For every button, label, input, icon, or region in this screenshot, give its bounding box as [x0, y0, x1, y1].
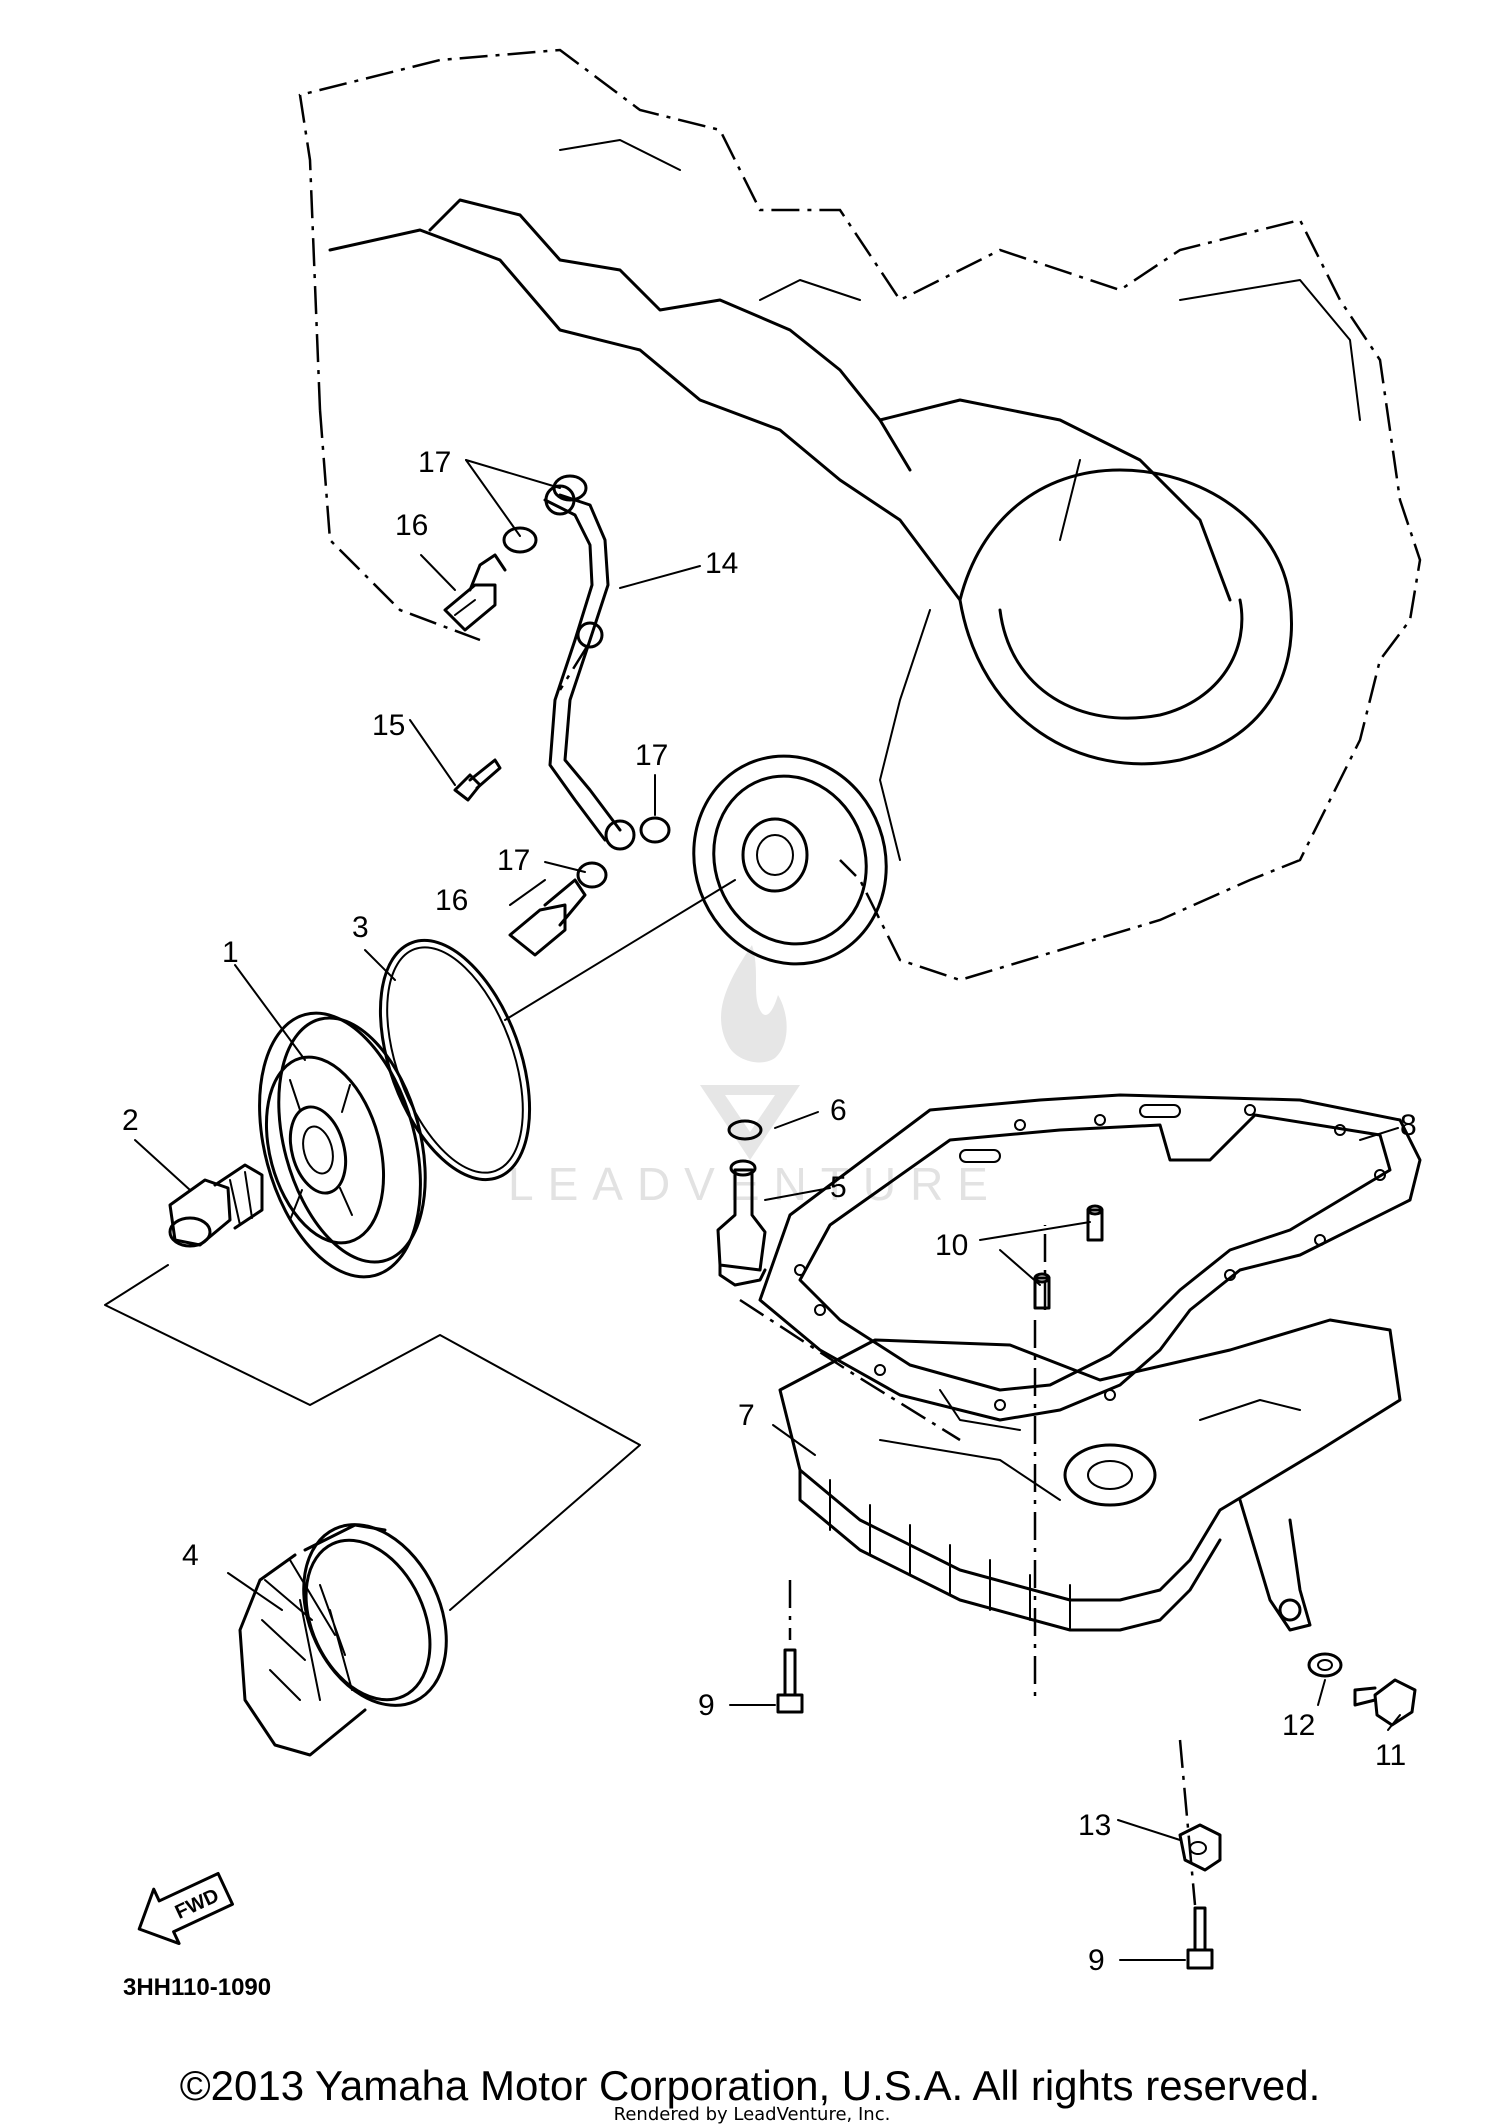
callout-14: 14 — [705, 547, 738, 580]
callout-15: 15 — [372, 709, 405, 742]
assembly-lines — [104, 879, 1197, 1906]
callout-17c: 17 — [497, 844, 530, 877]
watermark: LEADVENTURE — [508, 945, 1002, 1210]
oil-pipe — [543, 484, 636, 851]
fwd-arrow-icon: FWD — [137, 1871, 234, 1946]
callout-16b: 16 — [435, 884, 468, 917]
callout-10: 10 — [935, 1229, 968, 1262]
callout-11: 11 — [1375, 1739, 1406, 1772]
callout-6: 6 — [830, 1094, 847, 1127]
callout-9b: 9 — [1088, 1944, 1105, 1977]
oil-strainer — [716, 1159, 767, 1287]
flame-logo-icon — [721, 945, 787, 1063]
oil-pan-gasket — [758, 1093, 1422, 1422]
oil-cooler-boss — [692, 754, 888, 966]
callout-labels: 1 2 3 4 5 6 7 8 9 9 10 11 12 13 14 15 16… — [122, 446, 1417, 1977]
screw-15 — [453, 758, 502, 802]
diagram-code: 3HH110-1090 — [123, 1974, 271, 2001]
callout-7: 7 — [738, 1399, 755, 1432]
o-ring — [378, 938, 532, 1182]
union-bolt-bottom — [508, 878, 587, 957]
oil-pan — [778, 1318, 1402, 1632]
dowel-pins — [1033, 1204, 1104, 1310]
rendered-by-text: Rendered by LeadVenture, Inc. — [614, 2104, 891, 2125]
callout-3: 3 — [352, 911, 369, 944]
callout-1: 1 — [222, 936, 239, 969]
callout-8: 8 — [1400, 1109, 1417, 1142]
callout-17b: 17 — [635, 739, 668, 772]
watermark-text: LEADVENTURE — [508, 1158, 1002, 1210]
callout-4: 4 — [182, 1539, 199, 1572]
o-ring-6 — [727, 1119, 763, 1141]
copyright-text: ©2013 Yamaha Motor Corporation, U.S.A. A… — [180, 2062, 1321, 2109]
callout-13: 13 — [1078, 1809, 1111, 1842]
bolt-9-bottom — [1186, 1906, 1214, 1970]
washers-17 — [502, 474, 671, 889]
union-bolt-top — [443, 553, 507, 632]
oil-cooler — [258, 1011, 427, 1279]
callout-9a: 9 — [698, 1689, 715, 1722]
callout-5: 5 — [830, 1171, 847, 1204]
engine-outline — [298, 48, 1422, 982]
drain-washer — [1307, 1652, 1343, 1678]
callout-16a: 16 — [395, 509, 428, 542]
callout-12: 12 — [1282, 1709, 1315, 1742]
bolt-9-left — [776, 1648, 804, 1714]
clamp-13 — [1178, 1823, 1222, 1872]
v-logo-icon — [700, 1085, 800, 1160]
callout-2: 2 — [122, 1104, 139, 1137]
union-bolt-2 — [168, 1163, 264, 1248]
drain-bolt — [1353, 1678, 1417, 1727]
engine-block — [298, 48, 1422, 982]
callout-17a: 17 — [418, 446, 451, 479]
oil-filter — [238, 1523, 448, 1757]
callout-leaders — [134, 459, 1401, 1961]
